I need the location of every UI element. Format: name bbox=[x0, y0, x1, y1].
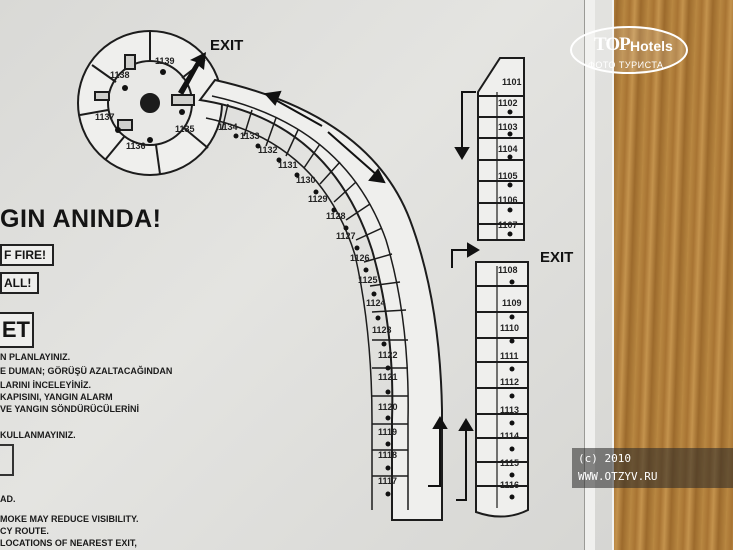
room-1137: 1137 bbox=[95, 112, 115, 122]
exit-label-top: EXIT bbox=[210, 37, 243, 54]
room-1133: 1133 bbox=[240, 131, 260, 141]
room-1104: 1104 bbox=[498, 144, 518, 154]
poster-frame-edge bbox=[584, 0, 595, 550]
copyright-overlay: (c) 2010 WWW.OTZYV.RU bbox=[572, 448, 733, 488]
right-block-upper bbox=[477, 57, 525, 241]
room-1131: 1131 bbox=[278, 160, 298, 170]
logo-brand-top: TOP bbox=[594, 34, 631, 55]
room-1126: 1126 bbox=[350, 253, 370, 263]
room-1132: 1132 bbox=[258, 145, 278, 155]
room-1122: 1122 bbox=[378, 350, 398, 360]
room-1136: 1136 bbox=[126, 141, 146, 151]
instruction-line: CY ROUTE. bbox=[0, 526, 49, 536]
instruction-line: KULLANMAYINIZ. bbox=[0, 430, 76, 440]
room-1130: 1130 bbox=[296, 175, 316, 185]
circular-tower bbox=[77, 30, 223, 176]
circular-room-dots bbox=[115, 69, 185, 143]
room-1101: 1101 bbox=[502, 77, 522, 87]
room-1109: 1109 bbox=[502, 298, 522, 308]
tophotels-watermark-logo: TOP Hotels ФОТО ТУРИСТА bbox=[568, 24, 690, 76]
up-arrow-icons bbox=[428, 416, 474, 501]
room-1134: 1134 bbox=[218, 122, 238, 132]
exit-label-right: EXIT bbox=[540, 249, 573, 266]
room-1120: 1120 bbox=[378, 402, 398, 412]
double-arrow-icon bbox=[264, 90, 386, 184]
down-arrow-icon bbox=[454, 91, 476, 160]
room-1125: 1125 bbox=[358, 275, 378, 285]
right-block-lower bbox=[475, 261, 529, 518]
turn-arrow-icon bbox=[451, 242, 480, 268]
logo-tagline: ФОТО ТУРИСТА bbox=[588, 60, 664, 70]
sign-heading: GIN ANINDA! bbox=[0, 205, 162, 233]
room-1117: 1117 bbox=[378, 476, 397, 486]
room-1114: 1114 bbox=[500, 431, 519, 441]
room-1118: 1118 bbox=[378, 450, 397, 460]
instruction-line: AD. bbox=[0, 494, 16, 504]
curved-room-labels: 1134 1133 1132 1131 1130 1129 1128 1127 … bbox=[218, 122, 398, 486]
instruction-line: KAPISINI, YANGIN ALARM bbox=[0, 392, 113, 402]
room-1106: 1106 bbox=[498, 195, 518, 205]
fire-notice-box: F FIRE! bbox=[0, 244, 54, 266]
curved-room-dots bbox=[233, 133, 391, 497]
instruction-line: MOKE MAY REDUCE VISIBILITY. bbox=[0, 514, 139, 524]
room-1138: 1138 bbox=[110, 70, 130, 80]
right-room-labels: 1101 1102 1103 1104 1105 1106 1107 1108 … bbox=[498, 77, 522, 490]
section-header-box: ET bbox=[0, 312, 34, 348]
room-1121: 1121 bbox=[378, 372, 398, 382]
room-1127: 1127 bbox=[336, 231, 356, 241]
call-notice-box: ALL! bbox=[0, 272, 40, 294]
room-1124: 1124 bbox=[366, 298, 386, 308]
room-1107: 1107 bbox=[498, 220, 518, 230]
room-1115: 1115 bbox=[500, 458, 519, 468]
instruction-line: LOCATIONS OF NEAREST EXIT, bbox=[0, 538, 137, 548]
room-1112: 1112 bbox=[500, 377, 519, 387]
room-1129: 1129 bbox=[308, 194, 328, 204]
room-1102: 1102 bbox=[498, 98, 518, 108]
instruction-line: N PLANLAYINIZ. bbox=[0, 352, 71, 362]
instruction-line: VE YANGIN SÖNDÜRÜCÜLERİNİ bbox=[0, 404, 140, 414]
logo-oval-icon bbox=[570, 26, 688, 74]
room-1110: 1110 bbox=[500, 323, 519, 333]
curved-wing bbox=[198, 78, 443, 521]
room-1108: 1108 bbox=[498, 265, 518, 275]
logo-brand-hotels: Hotels bbox=[630, 38, 673, 54]
right-room-dots bbox=[507, 109, 515, 500]
instruction-line: E DUMAN; GÖRÜŞÜ AZALTACAĞINDAN bbox=[0, 366, 173, 376]
site-url-text: WWW.OTZYV.RU bbox=[578, 470, 658, 483]
room-1103: 1103 bbox=[498, 122, 518, 132]
room-1135: 1135 bbox=[175, 124, 195, 134]
room-1116: 1116 bbox=[500, 480, 519, 490]
checkbox-outline bbox=[0, 444, 14, 476]
room-1139: 1139 bbox=[155, 56, 175, 66]
exit-arrow-icon bbox=[178, 52, 206, 95]
room-1113: 1113 bbox=[500, 405, 519, 415]
room-1119: 1119 bbox=[378, 427, 397, 437]
room-1128: 1128 bbox=[326, 211, 346, 221]
curved-wing-dividers bbox=[221, 103, 408, 477]
copyright-text: (c) 2010 bbox=[578, 452, 631, 465]
instruction-line: LARINI İNCELEYİNİZ. bbox=[0, 380, 92, 390]
room-1105: 1105 bbox=[498, 171, 518, 181]
room-1123: 1123 bbox=[372, 325, 392, 335]
room-1111: 1111 bbox=[500, 351, 519, 361]
